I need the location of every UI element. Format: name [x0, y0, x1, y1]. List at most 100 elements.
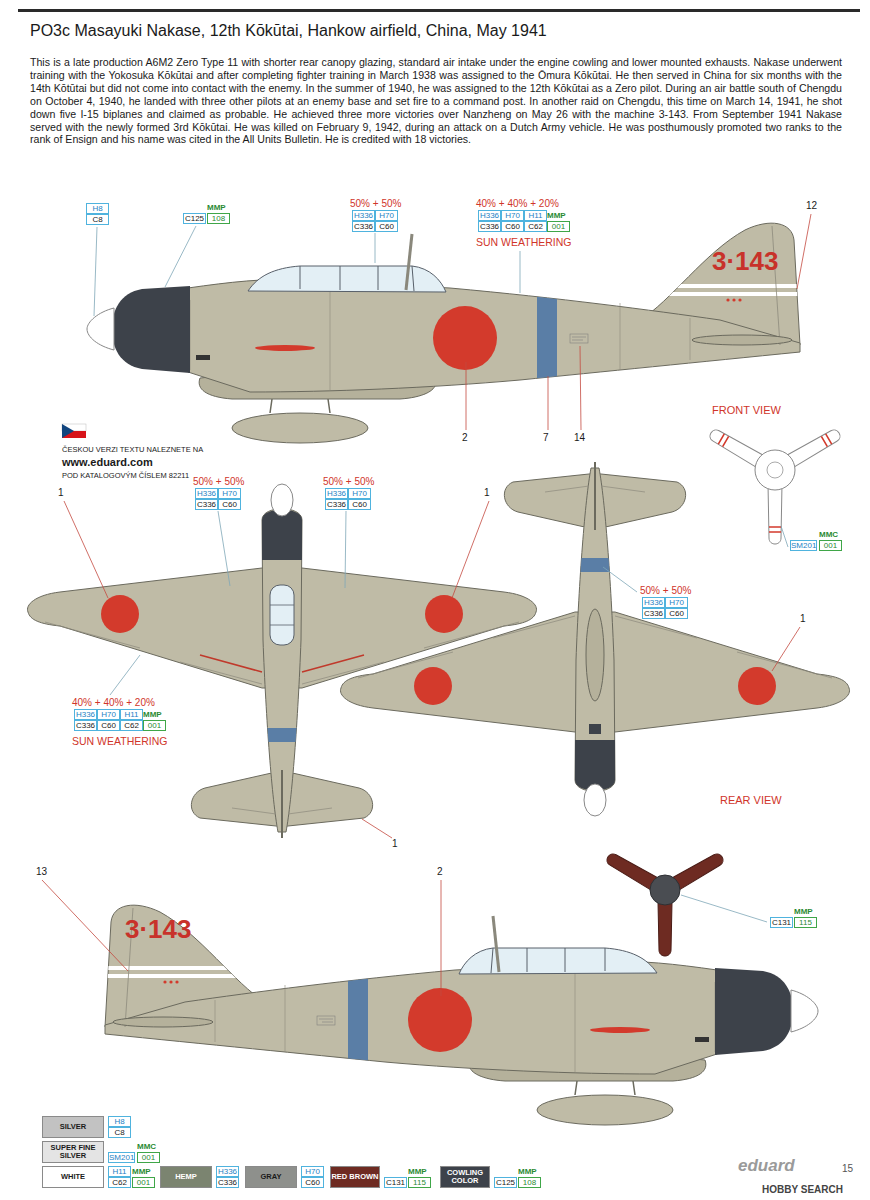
paint-code: H70	[97, 709, 120, 720]
canopy-frame	[270, 605, 294, 625]
mix-ratio: 40% + 40% + 20%	[476, 198, 559, 210]
drawing-part	[768, 484, 782, 544]
callout-number: 2	[437, 866, 443, 878]
mix-ratio: 50% + 50%	[640, 585, 691, 597]
flag-blue	[62, 424, 74, 438]
tip-band	[769, 527, 781, 532]
paint-code: C60	[301, 1177, 324, 1188]
paint-code: C336	[352, 221, 375, 232]
drawing-part	[672, 851, 726, 890]
bottom-view	[340, 462, 849, 816]
paint-code: H8	[108, 1116, 131, 1127]
note-text: ČESKOU VERZI TEXTU NALEZNETE NA	[62, 446, 203, 455]
side-view-left	[87, 223, 810, 443]
paint-code: C336	[74, 720, 97, 731]
color-swatch: SUPER FINE SILVER	[42, 1141, 104, 1163]
blue-band	[260, 728, 304, 742]
czech-flag	[62, 424, 86, 438]
paint-code: H70	[665, 597, 688, 608]
mix-ratio: 50% + 50%	[323, 476, 374, 488]
color-name: RED BROWN	[331, 1173, 378, 1182]
paint-brand: MMP	[547, 210, 566, 221]
leader-lines	[42, 214, 811, 996]
view-title: FRONT VIEW	[712, 404, 781, 417]
blade	[658, 902, 672, 956]
paint-code: H11	[524, 210, 547, 221]
hinomaru	[425, 595, 463, 633]
paint-code: C60	[501, 221, 524, 232]
view-title: REAR VIEW	[720, 794, 782, 807]
callout-number: 1	[392, 838, 398, 850]
paint-code: 001	[819, 540, 842, 551]
drawing-part	[604, 851, 658, 890]
color-swatch: SILVER	[42, 1116, 104, 1138]
tip-band	[821, 434, 831, 447]
callout-number: 1	[58, 487, 64, 499]
brand-logo: eduard	[738, 1156, 795, 1176]
leader-line	[781, 526, 788, 547]
wing-walk	[200, 655, 364, 672]
leader-line	[110, 655, 140, 695]
paint-brand: MMP	[408, 1166, 427, 1177]
tip-band	[718, 434, 728, 447]
paint-code: C62	[108, 1177, 131, 1188]
leader-line	[345, 511, 346, 588]
weathering-note: SUN WEATHERING	[72, 735, 167, 747]
paint-code: H11	[108, 1166, 131, 1177]
paint-code: C125	[494, 1177, 517, 1188]
paint-brand: MMP	[207, 202, 226, 213]
paint-code: C336	[216, 1177, 239, 1188]
callout-number: 1	[800, 613, 806, 625]
leader-line	[218, 511, 230, 586]
color-swatch: RED BROWN	[330, 1166, 380, 1188]
paint-code: C60	[375, 221, 398, 232]
paint-code: C60	[665, 608, 688, 619]
description-text: This is a late production A6M2 Zero Type…	[30, 56, 842, 146]
paint-code: C60	[348, 499, 371, 510]
paint-code: H70	[501, 210, 524, 221]
paint-code: SM201	[790, 540, 817, 551]
color-swatch: GRAY	[245, 1166, 297, 1188]
hinomaru	[414, 667, 452, 705]
paint-code: C336	[478, 221, 501, 232]
leader-line	[94, 227, 97, 316]
spinner	[271, 484, 293, 516]
blade	[604, 851, 658, 890]
color-name: SUPER FINE SILVER	[43, 1144, 103, 1161]
paint-code: H70	[348, 488, 371, 499]
paint-code: SM201	[108, 1152, 135, 1163]
paint-brand: MMP	[794, 906, 813, 917]
leader-line	[362, 819, 392, 838]
paint-code: H336	[352, 210, 375, 221]
mix-ratio: 40% + 40% + 20%	[72, 697, 155, 709]
leader-line	[64, 501, 108, 598]
color-name: HEMP	[175, 1173, 197, 1182]
web-address: www.eduard.com	[62, 456, 153, 469]
blue-band	[573, 558, 617, 572]
callout-number: 13	[36, 866, 47, 878]
oil-cooler	[589, 724, 601, 734]
paint-code: 115	[794, 917, 817, 928]
leader-line	[42, 880, 128, 971]
callout-number: 2	[462, 432, 468, 444]
side-view-right	[95, 905, 818, 1125]
leader-line	[772, 627, 800, 671]
color-swatch: HEMP	[160, 1166, 212, 1188]
paint-code: H70	[375, 210, 398, 221]
page-number: 15	[842, 1163, 853, 1175]
paint-code: 115	[408, 1177, 431, 1188]
header-rule	[18, 9, 860, 12]
mix-ratio: 50% + 50%	[350, 198, 401, 210]
paint-code: C125	[183, 213, 206, 224]
callout-number: 14	[574, 432, 585, 444]
drawing-part	[658, 902, 672, 956]
hub	[650, 875, 680, 905]
hinomaru	[738, 667, 776, 705]
color-name: SILVER	[60, 1123, 87, 1132]
mix-ratio: 50% + 50%	[193, 476, 244, 488]
hinomaru	[101, 595, 139, 633]
leader-line	[681, 895, 767, 922]
watermark: HOBBY SEARCH	[762, 1184, 843, 1196]
paint-code: 108	[518, 1177, 541, 1188]
